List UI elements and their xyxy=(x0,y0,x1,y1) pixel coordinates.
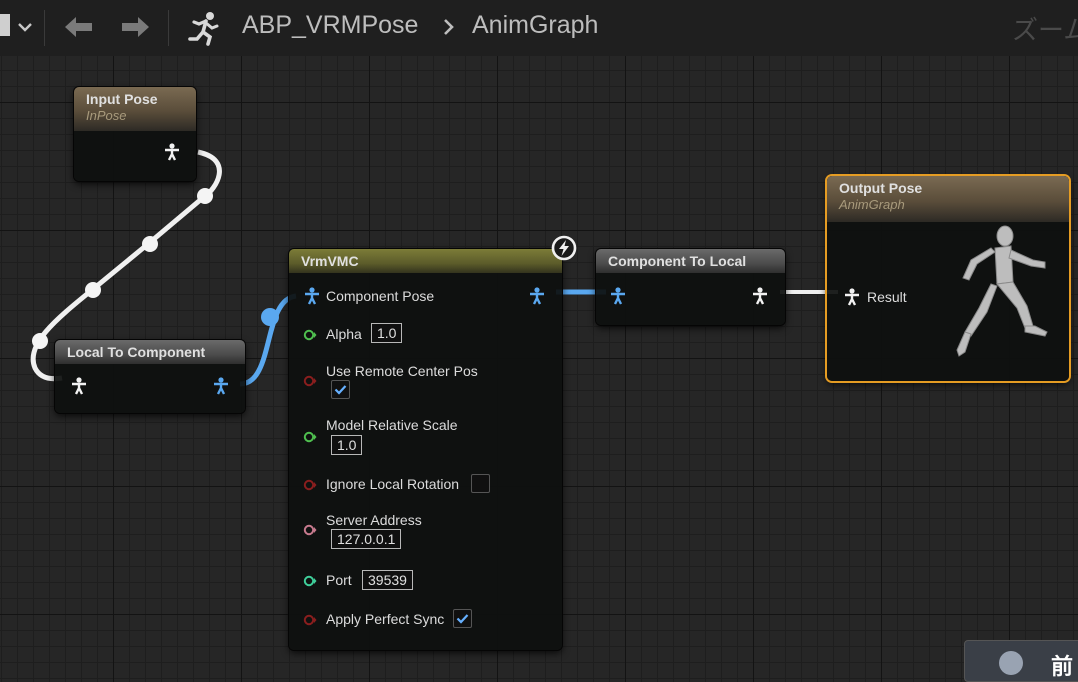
node-header: Local To Component xyxy=(55,340,245,364)
node-title: Output Pose xyxy=(839,180,923,196)
ignore-local-rotation-checkbox[interactable] xyxy=(471,474,490,493)
wire-input-to-local xyxy=(30,149,222,382)
bottom-button-label: 前 xyxy=(1051,654,1074,679)
pin-label-result: Result xyxy=(867,289,907,305)
node-header: Component To Local xyxy=(596,249,785,273)
zoom-level-label: ズーム xyxy=(1012,15,1078,45)
toolbar-divider xyxy=(168,10,169,46)
arrow-right-icon[interactable] xyxy=(118,12,152,42)
wire-reroute-dot xyxy=(32,333,48,349)
pose-output-pin-icon[interactable] xyxy=(213,377,229,395)
local-to-component-node[interactable]: Local To Component xyxy=(55,340,245,413)
component-to-local-node[interactable]: Component To Local xyxy=(596,249,785,325)
node-title: VrmVMC xyxy=(301,253,359,269)
node-subtitle: AnimGraph xyxy=(839,197,905,212)
bool-pin-icon[interactable] xyxy=(303,478,317,491)
bool-pin-icon[interactable] xyxy=(303,613,317,626)
toolbar-divider xyxy=(44,10,45,46)
graph-wires xyxy=(30,149,838,387)
float-pin-icon[interactable] xyxy=(303,328,317,341)
pose-input-pin-icon[interactable] xyxy=(610,287,626,305)
pin-label-server-address: Server Address xyxy=(326,512,422,528)
wire-reroute-dot xyxy=(197,188,213,204)
node-header: Input Pose InPose xyxy=(74,87,196,131)
model-relative-scale-input[interactable]: 1.0 xyxy=(331,435,363,455)
pose-output-pin-icon[interactable] xyxy=(164,143,180,161)
wire-reroute-dot xyxy=(85,282,101,298)
node-subtitle: InPose xyxy=(86,108,127,123)
wire-local-to-vmc xyxy=(239,293,297,387)
node-title: Local To Component xyxy=(67,344,206,360)
pin-label-model-relative-scale: Model Relative Scale xyxy=(326,417,458,433)
wire-reroute-dot xyxy=(261,308,279,326)
apply-perfect-sync-checkbox[interactable] xyxy=(453,609,472,628)
port-input[interactable]: 39539 xyxy=(362,570,413,590)
arrow-left-icon[interactable] xyxy=(62,12,96,42)
pin-label-port: Port xyxy=(326,572,352,588)
server-address-input[interactable]: 127.0.0.1 xyxy=(331,529,402,549)
pose-input-pin-icon[interactable] xyxy=(71,377,87,395)
float-pin-icon[interactable] xyxy=(303,430,317,443)
graph-toolbar: ABP_VRMPose AnimGraph ズーム xyxy=(0,0,1078,56)
alpha-value-input[interactable]: 1.0 xyxy=(371,323,403,343)
node-header: Output Pose AnimGraph xyxy=(827,176,1069,222)
node-title: Input Pose xyxy=(86,91,158,107)
running-man-icon xyxy=(184,10,224,46)
asset-thumbnail-icon[interactable] xyxy=(0,14,10,36)
history-dropdown-icon[interactable] xyxy=(14,14,36,38)
pose-output-pin-icon[interactable] xyxy=(752,287,768,305)
input-pose-node[interactable]: Input Pose InPose xyxy=(74,87,196,181)
breadcrumb-graph[interactable]: AnimGraph xyxy=(472,11,599,39)
wire-reroute-dot xyxy=(142,236,158,252)
pose-input-pin-icon[interactable] xyxy=(304,287,320,305)
bottom-button-icon xyxy=(999,651,1023,675)
pin-label-ignore-local-rotation: Ignore Local Rotation xyxy=(326,476,460,492)
node-title: Component To Local xyxy=(608,253,747,269)
chevron-right-icon xyxy=(441,14,457,40)
pin-label-alpha: Alpha xyxy=(326,326,362,342)
pin-label-apply-perfect-sync: Apply Perfect Sync xyxy=(326,611,445,627)
pin-label-component-pose: Component Pose xyxy=(326,288,435,304)
bottom-button[interactable]: 前 xyxy=(964,640,1078,682)
use-remote-center-pos-checkbox[interactable] xyxy=(331,380,350,399)
pin-label-use-remote-center-pos: Use Remote Center Pos xyxy=(326,363,478,379)
node-header: VrmVMC xyxy=(289,249,562,273)
bool-pin-icon[interactable] xyxy=(303,374,317,387)
string-pin-icon[interactable] xyxy=(303,523,317,536)
pose-input-pin-icon[interactable] xyxy=(844,288,860,306)
breadcrumb-asset[interactable]: ABP_VRMPose xyxy=(242,11,419,39)
int-pin-icon[interactable] xyxy=(303,574,317,587)
mannequin-running-icon xyxy=(937,222,1063,368)
pose-output-pin-icon[interactable] xyxy=(529,287,545,305)
output-pose-node[interactable]: Output Pose AnimGraph Result xyxy=(827,176,1069,381)
lightning-icon xyxy=(550,234,578,262)
vrmvmc-node[interactable]: VrmVMC Component Pose Alpha 1.0 Use Remo… xyxy=(289,235,577,650)
